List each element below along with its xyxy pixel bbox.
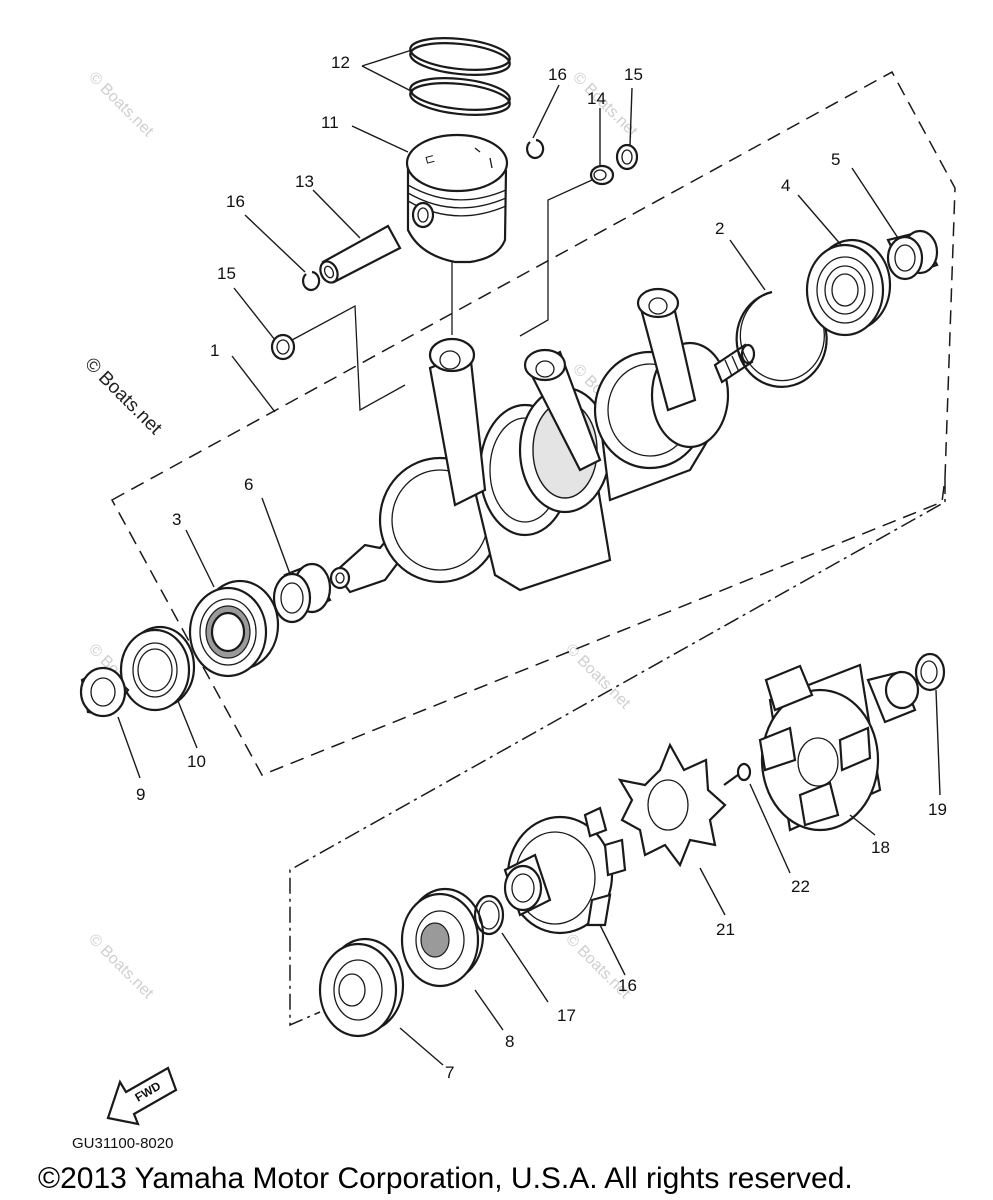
screw [723,762,752,786]
label-12: 12 [331,53,350,72]
label-14: 14 [587,89,606,108]
label-7: 7 [445,1063,454,1082]
piston-rings [409,37,511,116]
end-cap [318,937,405,1038]
label-22: 22 [791,877,810,896]
label-15-left: 15 [217,264,236,283]
assembly-line-left [291,304,406,412]
piston: ⊏ [405,133,509,264]
coupling [503,806,627,935]
watermark-6: © Boats.net [85,931,157,1003]
label-18: 17 [557,1006,576,1025]
crankshaft [329,287,756,594]
label-17: 16 [618,976,637,995]
circlip-left [302,270,321,292]
damper-plate [400,887,485,988]
label-2: 2 [715,219,724,238]
label-15-right: 15 [624,65,643,84]
watermark-5: © Boats.net [562,641,634,713]
ring-21 [914,652,946,692]
label-9: 9 [136,785,145,804]
label-8: 8 [505,1032,514,1051]
oil-seal [119,625,196,712]
label-16-right: 16 [548,65,567,84]
part-labels: 12 11 13 16 15 16 14 15 1 2 4 5 6 3 10 9… [136,53,947,1082]
label-5: 5 [831,150,840,169]
label-16-left: 16 [226,192,245,211]
leader-lines [117,49,941,1066]
svg-text:⊏: ⊏ [423,151,436,167]
forward-arrow-icon: FWD [106,1066,178,1126]
label-3: 3 [172,510,181,529]
watermark-1: © Boats.net [85,69,157,141]
label-1: 1 [210,341,219,360]
rear-main-bearing [805,238,892,337]
o-ring [473,894,505,936]
front-nut [79,666,130,718]
watermark-large: © Boats.net [80,354,166,440]
copyright-notice: ©2013 Yamaha Motor Corporation, U.S.A. A… [38,1162,853,1195]
washer-left [270,333,296,361]
label-20: 18 [871,838,890,857]
rear-collar [886,229,939,281]
front-roller-bearing [188,579,280,678]
flywheel-coupling [758,663,920,832]
front-collar [272,562,332,624]
drawing-code: GU31100-8020 [72,1135,173,1152]
label-6: 6 [244,475,253,494]
centerline-lower [289,478,946,1027]
label-13: 13 [295,172,314,191]
rubber-damper [617,742,727,868]
label-4: 4 [781,176,790,195]
piston-pin [319,224,402,284]
needle-bearing-small [589,164,615,186]
label-21: 19 [928,800,947,819]
label-19: 21 [716,920,735,939]
large-circlip [735,290,828,388]
circlip-right [526,138,545,160]
label-11: 11 [321,113,339,132]
label-10: 10 [187,752,206,771]
washer-right [615,143,639,171]
assembly-line-right [519,179,593,337]
